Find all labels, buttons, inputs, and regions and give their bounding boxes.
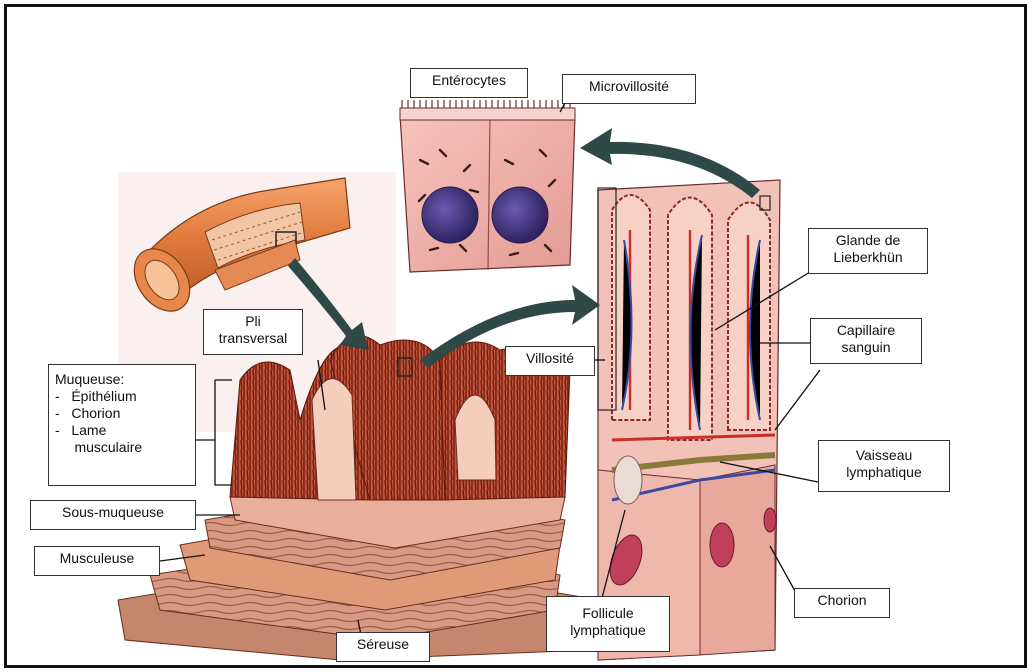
label-chorion: Chorion xyxy=(794,588,890,618)
label-sereuse: Séreuse xyxy=(336,632,430,662)
label-sereuse-text: Séreuse xyxy=(343,636,423,653)
label-follicule-line1: Follicule xyxy=(553,605,663,622)
label-musculeuse: Musculeuse xyxy=(34,546,160,576)
label-chorion-text: Chorion xyxy=(801,592,883,609)
label-microvillosite-text: Microvillosité xyxy=(569,78,689,95)
label-muqueuse-item: - Lame xyxy=(55,422,189,439)
label-vaisseau-line2: lymphatique xyxy=(825,464,943,481)
label-villosite: Villosité xyxy=(505,346,595,376)
label-muqueuse-item: musculaire xyxy=(55,439,189,456)
villus-section xyxy=(598,180,780,660)
label-follicule-line2: lymphatique xyxy=(553,622,663,639)
label-follicule-lymphatique: Follicule lymphatique xyxy=(546,596,670,652)
label-muqueuse-item: - Chorion xyxy=(55,405,189,422)
enterocytes-illustration xyxy=(400,100,575,272)
label-villosite-text: Villosité xyxy=(512,350,588,367)
label-microvillosite: Microvillosité xyxy=(562,74,696,104)
label-muqueuse-item: - Épithélium xyxy=(55,388,189,405)
label-capillaire-line2: sanguin xyxy=(817,339,915,356)
label-capillaire-line1: Capillaire xyxy=(817,322,915,339)
label-enterocytes: Entérocytes xyxy=(410,68,528,98)
label-musculeuse-text: Musculeuse xyxy=(41,550,153,567)
label-vaisseau-line1: Vaisseau xyxy=(825,447,943,464)
label-sous-muqueuse: Sous-muqueuse xyxy=(30,500,196,530)
label-pli-line2: transversal xyxy=(210,330,296,347)
label-glande-lieberkuhn: Glande de Lieberkhün xyxy=(808,228,928,274)
label-enterocytes-text: Entérocytes xyxy=(417,72,521,89)
label-pli-line1: Pli xyxy=(210,313,296,330)
label-glande-line2: Lieberkhün xyxy=(815,249,921,266)
label-glande-line1: Glande de xyxy=(815,232,921,249)
label-muqueuse-title: Muqueuse: xyxy=(55,371,189,388)
label-capillaire-sanguin: Capillaire sanguin xyxy=(810,318,922,364)
label-vaisseau-lymphatique: Vaisseau lymphatique xyxy=(818,440,950,492)
label-pli-transversal: Pli transversal xyxy=(203,309,303,355)
label-sous-muqueuse-text: Sous-muqueuse xyxy=(37,504,189,521)
label-muqueuse: Muqueuse: - Épithélium - Chorion - Lame … xyxy=(48,364,196,486)
